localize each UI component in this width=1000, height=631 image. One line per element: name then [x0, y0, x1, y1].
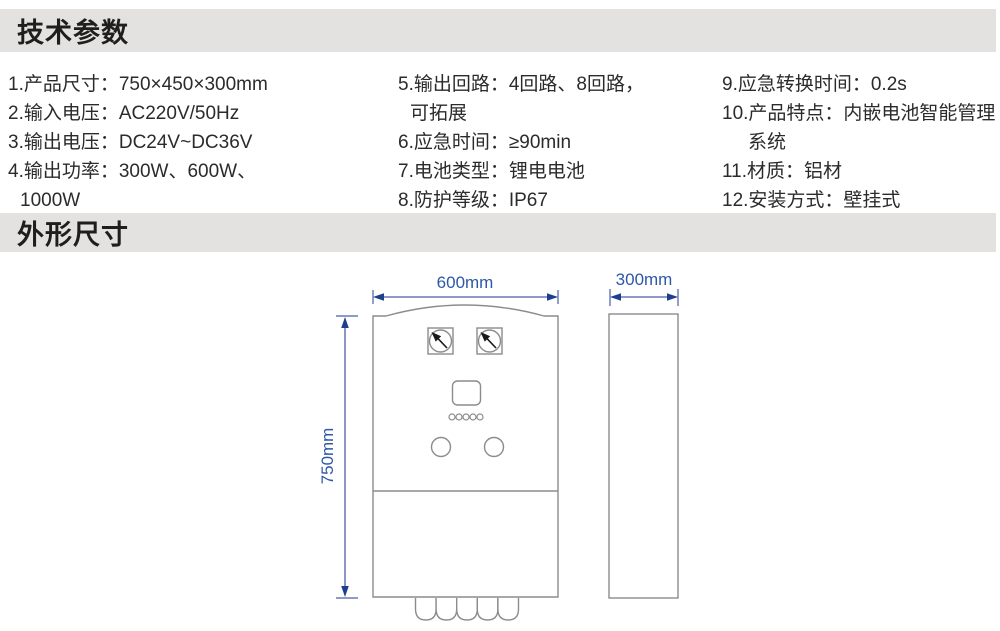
depth-dim-arrow-left-icon [610, 293, 621, 301]
cable-gland [414, 598, 437, 621]
spec-column-3: 9.应急转换时间：0.2s 10.产品特点：内嵌电池智能管理 系统 11.材质：… [722, 70, 995, 215]
cable-gland-row [414, 598, 520, 621]
cable-gland [476, 598, 499, 621]
width-dimension: 600mm [372, 273, 559, 304]
side-view-body [608, 313, 679, 599]
spec-item-switch-time: 9.应急转换时间：0.2s [722, 74, 907, 95]
spec-item-output-circuits: 5.输出回路：4回路、8回路， [398, 74, 644, 95]
cable-gland [435, 598, 458, 621]
height-dim-arrow-bottom-icon [341, 586, 349, 597]
front-view-body [372, 304, 559, 598]
tech-params-title: 技术参数 [17, 18, 129, 48]
spec-item-battery-type: 7.电池类型：锂电电池 [398, 161, 585, 182]
depth-dimension: 300mm [609, 270, 679, 306]
indicator-led [469, 413, 477, 421]
height-dimension: 750mm [318, 315, 358, 599]
width-dim-label: 600mm [437, 273, 494, 292]
indicator-led [448, 413, 456, 421]
indicator-led [455, 413, 463, 421]
round-button-right [483, 436, 505, 458]
meter-left-needle-tail [437, 338, 448, 349]
width-dim-arrow-left-icon [373, 293, 384, 301]
spec-item-output-circuits-cont: 可拓展 [410, 103, 468, 124]
spec-item-input-voltage: 2.输入电压：AC220V/50Hz [8, 103, 240, 124]
spec-item-output-power: 4.输出功率：300W、600W、 [8, 161, 257, 182]
depth-dim-label: 300mm [616, 270, 673, 289]
spec-item-features-cont: 系统 [748, 132, 787, 153]
round-button-left [430, 436, 452, 458]
cable-gland [497, 598, 520, 621]
spec-item-features: 10.产品特点：内嵌电池智能管理 [722, 103, 996, 124]
tech-params-header-bar: 技术参数 [0, 9, 996, 52]
spec-item-product-size: 1.产品尺寸：750×450×300mm [8, 74, 268, 95]
spec-column-1: 1.产品尺寸：750×450×300mm 2.输入电压：AC220V/50Hz … [8, 70, 268, 215]
meter-needles [431, 332, 497, 349]
display-window [451, 380, 482, 406]
spec-item-material: 11.材质：铝材 [722, 161, 843, 182]
spec-column-2: 5.输出回路：4回路、8回路， 可拓展 6.应急时间：≥90min 7.电池类型… [398, 70, 644, 215]
spec-item-emergency-time: 6.应急时间：≥90min [398, 132, 572, 153]
spec-item-mounting: 12.安装方式：壁挂式 [722, 190, 901, 211]
width-dim-arrow-right-icon [547, 293, 558, 301]
indicator-led-row [448, 413, 484, 421]
spec-item-ip-rating: 8.防护等级：IP67 [398, 190, 548, 211]
meter-right-needle-tail [486, 338, 497, 349]
dimensions-header-bar: 外形尺寸 [0, 213, 996, 252]
height-dim-label: 750mm [318, 428, 337, 485]
spec-item-output-power-cont: 1000W [20, 190, 81, 211]
depth-dim-arrow-right-icon [667, 293, 678, 301]
indicator-led [476, 413, 484, 421]
indicator-led [462, 413, 470, 421]
height-dim-arrow-top-icon [341, 317, 349, 328]
front-view [372, 304, 559, 621]
spec-item-output-voltage: 3.输出电压：DC24V~DC36V [8, 132, 253, 153]
dimensions-title: 外形尺寸 [17, 220, 129, 250]
cable-gland [456, 598, 478, 621]
